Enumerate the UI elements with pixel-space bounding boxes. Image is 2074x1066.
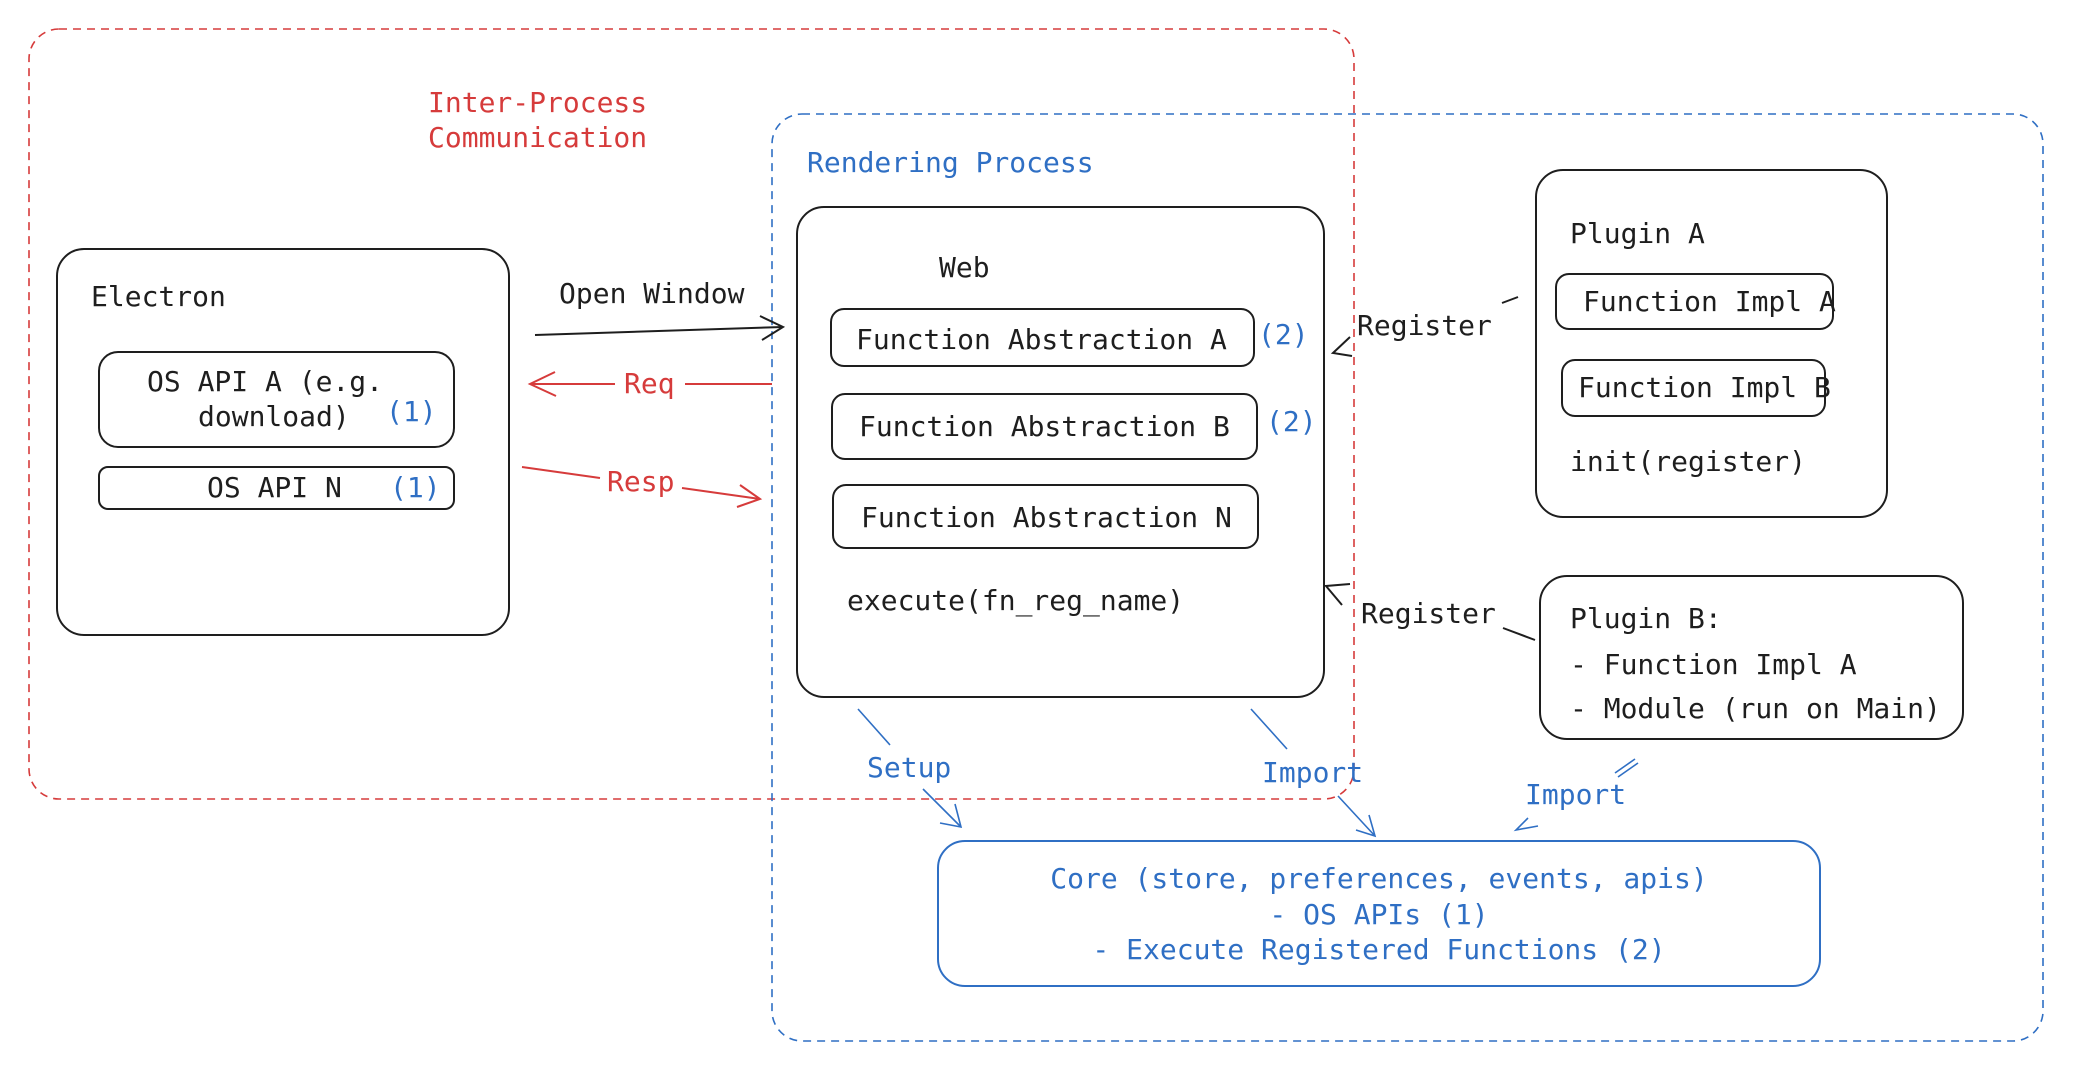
register-a-arrow	[1330, 296, 1519, 357]
plugin-a-title: Plugin A	[1570, 217, 1705, 250]
function-abstraction-a-tag: (2)	[1258, 318, 1309, 351]
setup-arrow	[857, 708, 963, 829]
plugin-b-line1: Plugin B:	[1570, 602, 1722, 635]
function-impl-b-label: Function Impl B	[1578, 371, 1831, 404]
plugin-b-node[interactable]	[1539, 575, 1964, 740]
function-abstraction-b[interactable]	[831, 393, 1258, 460]
req-arrow	[527, 371, 772, 397]
core-node[interactable]	[937, 840, 1821, 987]
core-line2: - OS APIs (1)	[1269, 898, 1489, 931]
function-abstraction-a-label: Function Abstraction A	[856, 323, 1227, 356]
function-abstraction-b-label: Function Abstraction B	[859, 410, 1230, 443]
import-web-arrow	[1250, 708, 1377, 838]
os-api-a-line2: download)	[198, 400, 350, 433]
electron-title: Electron	[91, 280, 226, 313]
os-api-a-tag: (1)	[386, 395, 437, 428]
register-a-label: Register	[1357, 309, 1492, 342]
web-node[interactable]	[796, 206, 1325, 698]
register-b-label: Register	[1361, 597, 1496, 630]
os-api-n-node[interactable]	[98, 466, 455, 510]
electron-node[interactable]	[56, 248, 510, 636]
function-abstraction-n-label: Function Abstraction N	[861, 501, 1232, 534]
plugin-a-node[interactable]	[1535, 169, 1888, 518]
import-plugin-b-arrow	[1513, 758, 1639, 832]
core-line1: Core (store, preferences, events, apis)	[1050, 862, 1708, 895]
execute-label: execute(fn_reg_name)	[847, 584, 1185, 617]
ipc-title-line2: Communication	[428, 121, 648, 154]
os-api-n-tag: (1)	[390, 471, 441, 504]
function-impl-a-label: Function Impl A	[1583, 285, 1836, 318]
resp-arrow	[521, 466, 763, 508]
register-b-arrow	[1323, 583, 1536, 641]
ipc-title-line1: Inter-Process	[428, 86, 648, 119]
plugin-b-line3: - Module (run on Main)	[1570, 692, 1941, 725]
rendering-region-border	[771, 113, 2044, 1042]
rendering-process-title: Rendering Process	[807, 146, 1094, 179]
os-api-n-label: OS API N	[207, 471, 342, 504]
plugin-b-line2: - Function Impl A	[1570, 648, 1857, 681]
function-abstraction-n[interactable]	[832, 484, 1259, 549]
req-label: Req	[624, 367, 675, 400]
open-window-label: Open Window	[559, 277, 745, 310]
function-abstraction-b-tag: (2)	[1266, 405, 1317, 438]
setup-label: Setup	[867, 751, 952, 784]
web-title: Web	[939, 251, 990, 284]
os-api-a-node[interactable]	[98, 351, 455, 448]
resp-label: Resp	[607, 465, 675, 498]
open-window-arrow	[534, 315, 786, 341]
import-web-label: Import	[1262, 756, 1364, 789]
ipc-region-border	[28, 28, 1355, 800]
function-abstraction-a[interactable]	[830, 308, 1255, 367]
init-label: init(register)	[1570, 445, 1807, 478]
function-impl-b[interactable]	[1561, 359, 1826, 417]
core-line3: - Execute Registered Functions (2)	[1092, 933, 1666, 966]
os-api-a-line1: OS API A (e.g.	[147, 365, 384, 398]
import-plugin-b-label: Import	[1525, 778, 1627, 811]
function-impl-a[interactable]	[1555, 273, 1834, 330]
